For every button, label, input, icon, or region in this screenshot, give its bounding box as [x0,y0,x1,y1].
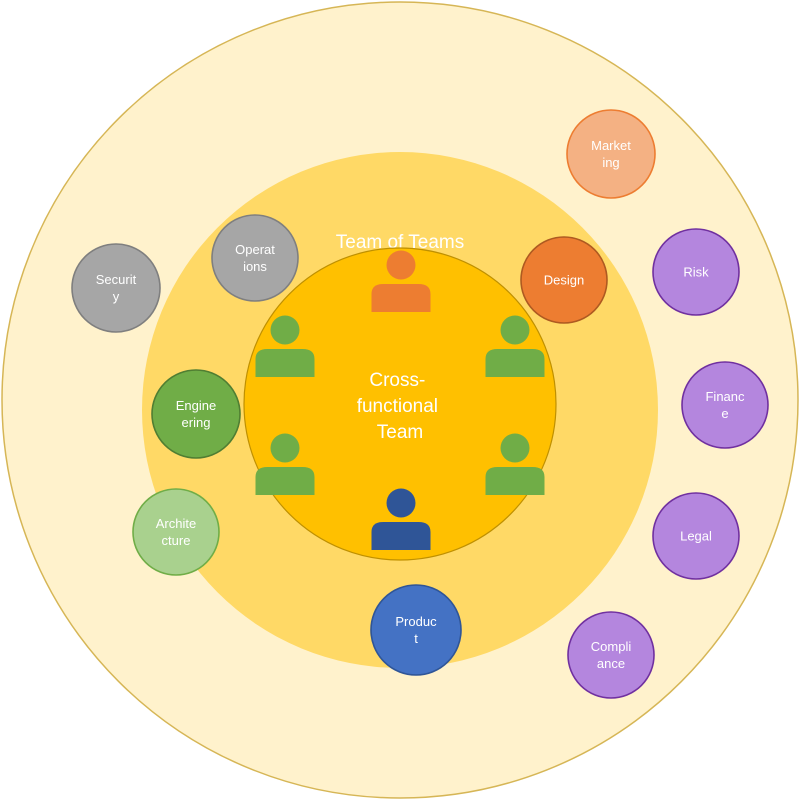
architecture-node-circle [132,488,220,576]
legal-node: Legal [652,492,740,580]
marketing-node-circle [566,109,656,199]
operations-node-circle [211,214,299,302]
blue-person-icon [371,488,431,550]
engineering-node-circle [151,369,241,459]
compliance-node-circle [567,611,655,699]
design-node-circle [520,236,608,324]
legal-node-label: Legal [680,529,712,544]
team-of-teams-label: Team of Teams [336,232,464,253]
design-node: Design [520,236,608,324]
orange-person-icon [371,250,431,312]
design-node-label: Design [544,273,584,288]
green-person-icon-upper-left [255,315,315,377]
cross-functional-team-circle [243,247,557,561]
risk-node-circle [652,228,740,316]
risk-node: Risk [652,228,740,316]
security-node-circle [71,243,161,333]
green-person-icon-lower-left [255,433,315,495]
green-person-icon-lower-right [485,433,545,495]
finance-node-circle [681,361,769,449]
product-node-circle [370,584,462,676]
cross-functional-team-label: Cross- functional Team [357,370,444,443]
legal-node-circle [652,492,740,580]
green-person-icon-upper-right [485,315,545,377]
risk-node-label: Risk [683,265,709,280]
